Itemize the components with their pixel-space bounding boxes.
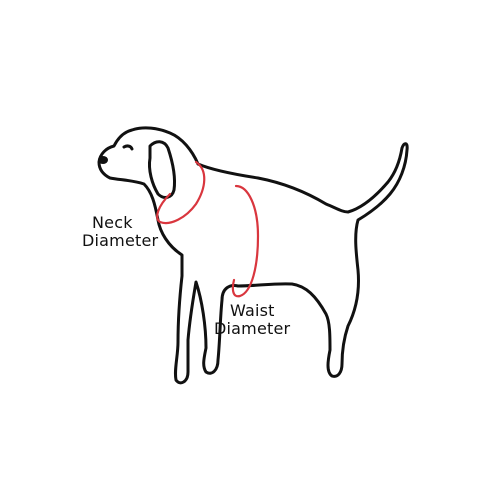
waist-measure-loop xyxy=(231,184,260,298)
neck-label-line-2: Diameter xyxy=(82,231,159,250)
waist-diameter-label: Waist Diameter xyxy=(214,302,290,338)
measurement-loops xyxy=(156,160,260,298)
dog-body-outline xyxy=(97,126,409,385)
neck-label-line-1: Neck xyxy=(92,213,133,232)
dog-outline xyxy=(97,126,409,385)
neck-measure-loop xyxy=(156,160,206,225)
waist-label-line-1: Waist xyxy=(230,301,275,320)
dog-nose xyxy=(98,156,108,164)
dog-ear-outline xyxy=(148,140,176,199)
neck-diameter-label: Neck Diameter xyxy=(82,214,158,250)
dog-eye xyxy=(122,144,134,151)
waist-label-line-2: Diameter xyxy=(214,319,291,338)
